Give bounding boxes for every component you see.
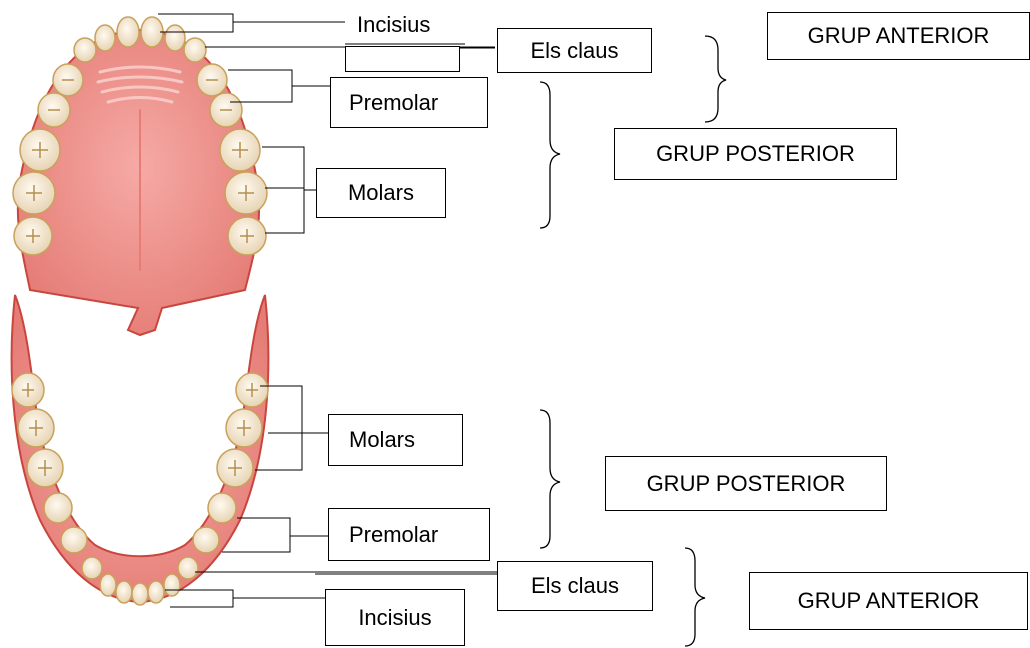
label-upper-incisius: Incisius <box>357 12 430 38</box>
brace-lower-anterior <box>685 548 705 646</box>
label-lower-molars: Molars <box>328 414 463 466</box>
lower-gum <box>12 295 269 602</box>
lower-jaw <box>12 295 269 605</box>
upper-jaw <box>13 17 267 335</box>
label-lower-group-anterior: GRUP ANTERIOR <box>749 572 1028 630</box>
label-upper-premolar: Premolar <box>330 77 488 128</box>
brace-lower-posterior <box>540 410 560 548</box>
label-upper-group-anterior: GRUP ANTERIOR <box>767 12 1030 60</box>
label-upper-group-posterior: GRUP POSTERIOR <box>614 128 897 180</box>
label-upper-claus-blank-box <box>345 46 460 72</box>
label-lower-group-posterior: GRUP POSTERIOR <box>605 456 887 511</box>
label-lower-claus: Els claus <box>497 561 653 611</box>
label-lower-premolar: Premolar <box>328 508 490 561</box>
label-upper-claus: Els claus <box>497 28 652 73</box>
label-lower-incisius: Incisius <box>325 589 465 646</box>
label-upper-molars: Molars <box>316 168 446 218</box>
brace-upper-anterior <box>705 36 726 122</box>
brace-upper-posterior <box>540 82 560 228</box>
